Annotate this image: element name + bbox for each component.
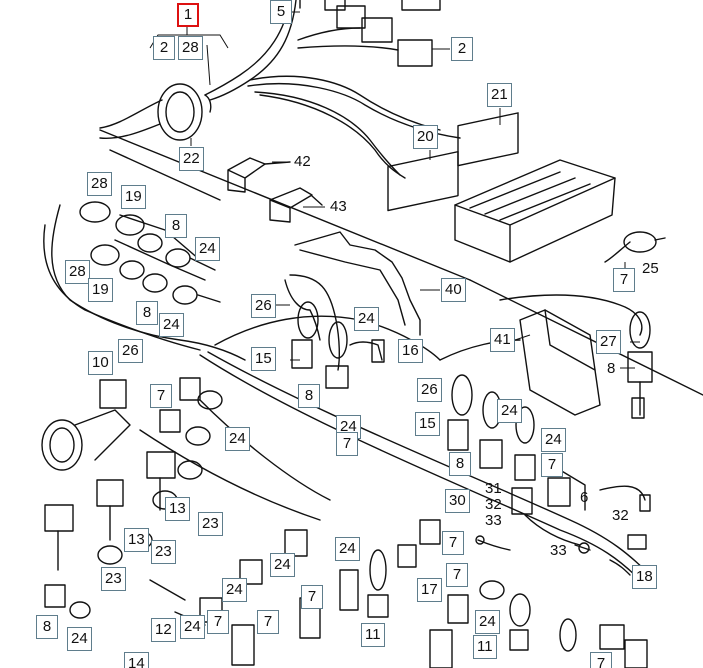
callout-7[interactable]: 7 [442, 531, 464, 555]
callout-7[interactable]: 7 [257, 610, 279, 634]
callout-24[interactable]: 24 [475, 610, 500, 634]
label-32: 32 [612, 507, 629, 524]
callout-19[interactable]: 19 [88, 278, 113, 302]
callout-28[interactable]: 28 [65, 260, 90, 284]
callout-24[interactable]: 24 [159, 313, 184, 337]
callout-7[interactable]: 7 [446, 563, 468, 587]
callout-7[interactable]: 7 [541, 453, 563, 477]
callout-7[interactable]: 7 [613, 268, 635, 292]
callout-24[interactable]: 24 [225, 427, 250, 451]
label-42: 42 [294, 153, 311, 170]
label-8: 8 [607, 360, 616, 377]
label-33: 33 [550, 542, 567, 559]
callout-40[interactable]: 40 [441, 278, 466, 302]
callout-28[interactable]: 28 [87, 172, 112, 196]
callout-15[interactable]: 15 [251, 347, 276, 371]
callout-7[interactable]: 7 [207, 610, 229, 634]
callout-26[interactable]: 26 [251, 294, 276, 318]
callout-5[interactable]: 5 [270, 0, 292, 24]
callout-23[interactable]: 23 [151, 540, 176, 564]
callout-24[interactable]: 24 [67, 627, 92, 651]
callout-24[interactable]: 24 [180, 615, 205, 639]
callout-20[interactable]: 20 [413, 125, 438, 149]
callout-24[interactable]: 24 [354, 307, 379, 331]
callout-13[interactable]: 13 [124, 528, 149, 552]
callout-17[interactable]: 17 [417, 578, 442, 602]
callout-15[interactable]: 15 [415, 412, 440, 436]
callout-7[interactable]: 7 [150, 384, 172, 408]
callout-13[interactable]: 13 [165, 497, 190, 521]
callout-24[interactable]: 24 [195, 237, 220, 261]
callout-2[interactable]: 2 [451, 37, 473, 61]
label-25: 25 [642, 260, 659, 277]
callout-7[interactable]: 7 [301, 585, 323, 609]
callout-24[interactable]: 24 [497, 399, 522, 423]
label-43: 43 [330, 198, 347, 215]
label-32: 32 [485, 496, 502, 513]
callout-24[interactable]: 24 [335, 537, 360, 561]
callout-28[interactable]: 28 [178, 36, 203, 60]
callout-24[interactable]: 24 [222, 578, 247, 602]
callout-8[interactable]: 8 [36, 615, 58, 639]
callout-23[interactable]: 23 [198, 512, 223, 536]
callout-21[interactable]: 21 [487, 83, 512, 107]
callout-8[interactable]: 8 [165, 214, 187, 238]
callout-2[interactable]: 2 [153, 36, 175, 60]
label-6: 6 [580, 489, 589, 506]
label-31: 31 [485, 480, 502, 497]
callout-14[interactable]: 14 [124, 652, 149, 668]
callout-8[interactable]: 8 [449, 452, 471, 476]
callout-1[interactable]: 1 [177, 3, 199, 27]
callout-12[interactable]: 12 [151, 618, 176, 642]
callout-30[interactable]: 30 [445, 489, 470, 513]
callout-27[interactable]: 27 [596, 330, 621, 354]
callout-41[interactable]: 41 [490, 328, 515, 352]
callout-8[interactable]: 8 [136, 301, 158, 325]
callout-26[interactable]: 26 [118, 339, 143, 363]
callout-8[interactable]: 8 [298, 384, 320, 408]
callout-10[interactable]: 10 [88, 351, 113, 375]
label-33: 33 [485, 512, 502, 529]
callout-26[interactable]: 26 [417, 378, 442, 402]
callout-11[interactable]: 11 [473, 635, 497, 659]
callout-7[interactable]: 7 [590, 652, 612, 668]
callout-23[interactable]: 23 [101, 567, 126, 591]
callout-24[interactable]: 24 [541, 428, 566, 452]
callout-18[interactable]: 18 [632, 565, 657, 589]
callout-24[interactable]: 24 [270, 553, 295, 577]
callout-11[interactable]: 11 [361, 623, 385, 647]
callout-22[interactable]: 22 [179, 147, 204, 171]
callout-16[interactable]: 16 [398, 339, 423, 363]
callout-19[interactable]: 19 [121, 185, 146, 209]
callout-7[interactable]: 7 [336, 432, 358, 456]
